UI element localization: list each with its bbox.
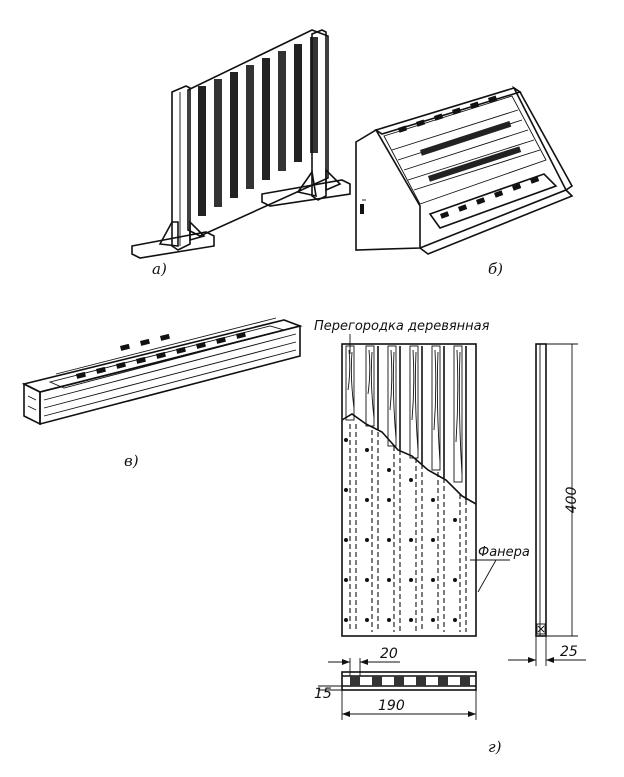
stand-bottom-slots [428,173,558,229]
figure-label-b: б) [488,260,503,278]
stand-top-slots [398,95,498,133]
rack-on-legs [131,29,351,259]
slot-dimension: 20 [380,646,398,662]
nail-marks [344,438,457,622]
height-dimension: 400 [564,487,580,514]
depth-dimension: 25 [560,644,578,660]
wooden-partitions [345,345,467,500]
triangular-stand [355,85,574,255]
rack-slats [198,37,318,216]
flat-tray [21,317,303,426]
partition-label: Перегородка деревянная [314,319,490,334]
figure-label-a: а) [152,260,167,278]
panel-side-view [508,343,586,666]
plywood-dashed-lines [349,424,467,632]
panel-section-view [318,658,477,720]
panel-front-view [341,334,510,637]
tray-slots [75,331,246,379]
width-dimension: 190 [378,698,405,714]
plywood-label: Фанера [478,545,530,560]
edge-dimension: 15 [314,686,332,702]
figure-label-v: в) [124,452,139,470]
stand-sloped-face [383,95,547,205]
figure-label-g: г) [488,738,502,756]
